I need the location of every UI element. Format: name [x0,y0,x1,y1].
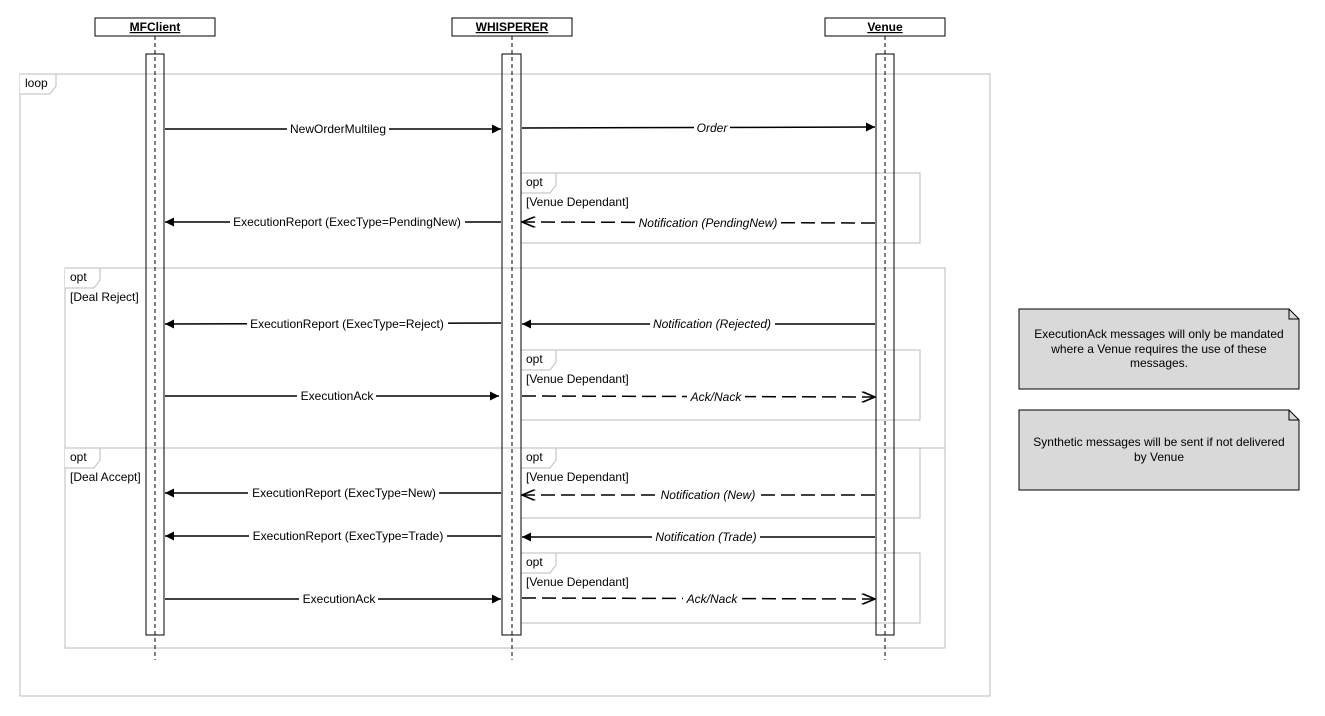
opt-keyword: opt [70,270,87,284]
participant-label: Venue [867,20,903,34]
opt-guard-deal-accept: [Deal Accept] [70,470,141,484]
message-label: Notification (Trade) [655,530,756,544]
message-execreport-reject: ExecutionReport (ExecType=Reject) [164,316,502,332]
message-neworder-multileg: NewOrderMultileg [165,121,501,137]
opt-keyword: opt [526,175,543,189]
message-executionack-1: ExecutionAck [165,388,499,404]
message-label: ExecutionAck [301,389,375,403]
activation-whisperer [501,53,522,636]
message-label: Order [697,121,729,135]
note-line: messages. [1130,356,1188,370]
message-label: ExecutionAck [303,592,377,606]
message-execreport-pendingnew: ExecutionReport (ExecType=PendingNew) [165,214,501,230]
note-line: Synthetic messages will be sent if not d… [1033,435,1284,449]
note-line: ExecutionAck messages will only be manda… [1034,327,1283,341]
activation-venue [875,53,895,636]
opt-fragment-deal-accept: opt [Deal Accept] [64,447,946,649]
opt-fragment-deal-reject: opt [Deal Reject] [64,267,946,449]
message-notification-rejected: Notification (Rejected) [522,316,875,332]
participant-label: MFClient [130,20,181,34]
loop-fragment: loop [19,73,991,697]
opt-keyword: opt [526,450,543,464]
opt-fragment-venue-dependant-ack2: opt [Venue Dependant] [520,552,921,624]
message-execreport-new: ExecutionReport (ExecType=New) [165,485,501,501]
participant-label: WHISPERER [476,20,549,34]
message-notification-trade: Notification (Trade) [522,529,875,545]
loop-keyword: loop [25,76,48,90]
participant-venue: Venue [824,17,946,660]
message-label: ExecutionReport (ExecType=Reject) [250,317,444,331]
opt-guard-venue-dependant: [Venue Dependant] [526,575,629,589]
note-line: by Venue [1134,450,1184,464]
message-label: Notification (Rejected) [653,317,771,331]
message-label: Notification (New) [661,488,756,502]
opt-keyword: opt [526,352,543,366]
message-label: ExecutionReport (ExecType=PendingNew) [233,215,461,229]
participant-whisperer: WHISPERER [451,17,573,660]
message-label: NewOrderMultileg [290,122,386,136]
opt-guard-venue-dependant: [Venue Dependant] [526,470,629,484]
message-label: ExecutionReport (ExecType=Trade) [253,529,444,543]
message-ack-nack-1: Ack/Nack [521,389,875,405]
opt-keyword: opt [526,555,543,569]
message-label: Ack/Nack [686,592,739,606]
message-order: Order [521,120,876,136]
message-label: ExecutionReport (ExecType=New) [252,486,436,500]
message-label: Ack/Nack [690,390,743,404]
opt-fragment-venue-dependant-new: opt [Venue Dependant] [520,447,921,519]
opt-guard-deal-reject: [Deal Reject] [70,290,139,304]
opt-keyword: opt [70,450,87,464]
note-synthetic-messages: Synthetic messages will be sent if not d… [1018,409,1300,491]
message-ack-nack-2: Ack/Nack [521,591,875,607]
message-execreport-trade: ExecutionReport (ExecType=Trade) [165,528,501,544]
message-notification-pendingnew: Notification (PendingNew) [522,214,876,230]
participant-mfclient: MFClient [94,17,216,660]
opt-fragment-venue-dependant-ack1: opt [Venue Dependant] [520,349,921,421]
message-notification-new: Notification (New) [522,487,875,503]
message-label: Notification (PendingNew) [639,216,778,230]
note-line: where a Venue requires the use of these [1050,342,1267,356]
message-executionack-2: ExecutionAck [165,591,501,607]
opt-guard-venue-dependant: [Venue Dependant] [526,195,629,209]
opt-guard-venue-dependant: [Venue Dependant] [526,372,629,386]
note-executionack: ExecutionAck messages will only be manda… [1018,308,1300,390]
opt-fragment-venue-dependant-pending: opt [Venue Dependant] [520,172,921,244]
activation-mfclient [145,53,165,636]
